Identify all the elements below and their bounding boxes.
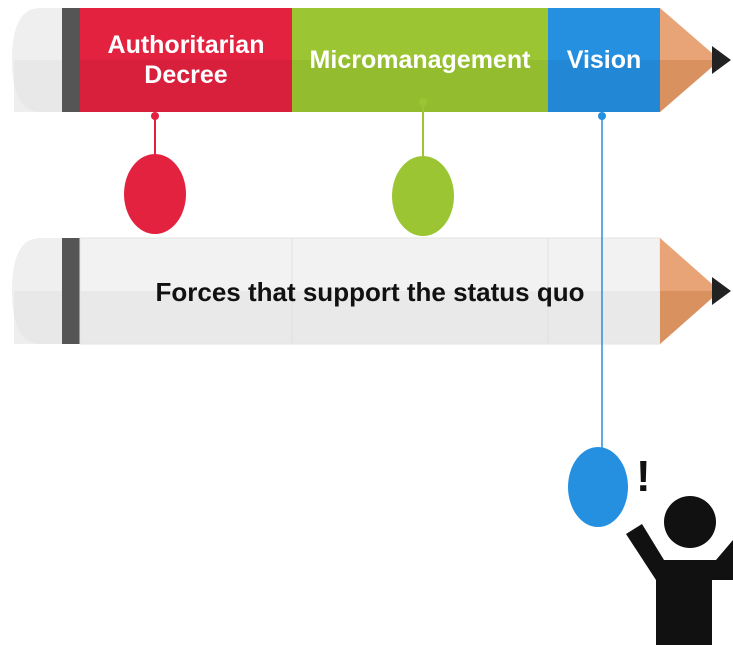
person-icon <box>626 496 733 645</box>
top-pencil-wood-tip-shade <box>660 60 720 112</box>
exclamation-mark: ! <box>636 452 651 501</box>
connector-blue-dot <box>598 112 606 120</box>
green-circle <box>392 156 454 236</box>
bottom-pencil-band <box>62 238 80 344</box>
authoritarian-decree-text: Authoritarian Decree <box>107 31 265 89</box>
bottom-pencil-eraser-shade <box>14 291 62 344</box>
bottom-pencil-wood-tip-shade <box>660 291 720 344</box>
bottom-pencil-body-shade <box>80 291 660 344</box>
person-head <box>664 496 716 548</box>
person-body <box>626 524 733 645</box>
connector-red-dot <box>151 112 159 120</box>
segment-micromanagement <box>292 8 548 112</box>
segment-vision-shade <box>548 60 660 112</box>
top-pencil-band <box>62 8 80 112</box>
vision-text: Vision <box>566 46 642 74</box>
micromanagement-text: Micromanagement <box>309 46 531 74</box>
segment-label-vision: Vision <box>548 22 660 98</box>
blue-thought-bubble <box>568 447 628 527</box>
top-pencil-lead <box>712 46 731 74</box>
segment-authoritarian-decree <box>80 8 292 112</box>
segment-authoritarian-decree-shade <box>80 60 292 112</box>
segment-label-authoritarian-decree: Authoritarian Decree <box>80 22 292 98</box>
bottom-pencil-label: Forces that support the status quo <box>155 277 585 307</box>
bottom-pencil-lead <box>712 277 731 305</box>
red-circle <box>124 154 186 234</box>
segment-label-micromanagement: Micromanagement <box>292 22 548 98</box>
segment-vision <box>548 8 660 112</box>
connector-green-dot <box>419 98 427 106</box>
top-pencil-eraser-shade <box>14 60 62 112</box>
bottom-pencil <box>12 237 731 345</box>
top-pencil <box>12 8 731 112</box>
